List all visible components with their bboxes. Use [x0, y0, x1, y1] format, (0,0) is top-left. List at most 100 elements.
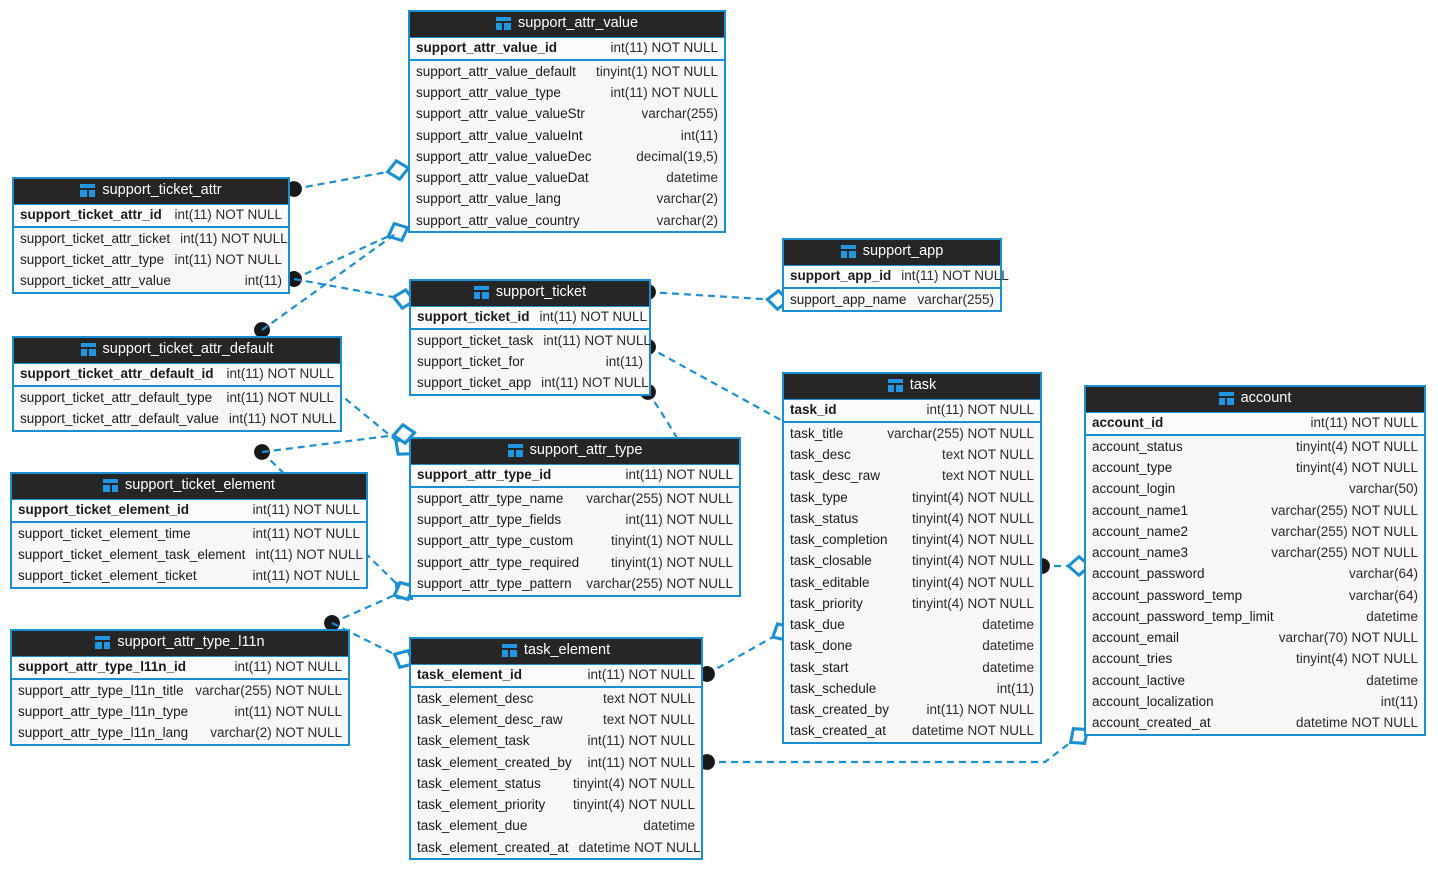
entity-header-support_app[interactable]: support_app — [784, 240, 1000, 265]
column-type: tinyint(4) NOT NULL — [911, 510, 1034, 526]
entity-header-support_ticket[interactable]: support_ticket — [411, 281, 649, 306]
entity-header-support_ticket_attr_default[interactable]: support_ticket_attr_default — [14, 338, 340, 363]
column-type: varchar(50) — [1348, 481, 1418, 497]
entity-header-task_element[interactable]: task_element — [411, 639, 701, 664]
entity-header-account[interactable]: account — [1086, 387, 1424, 412]
entity-header-task[interactable]: task — [784, 374, 1040, 399]
entity-header-support_attr_type[interactable]: support_attr_type — [411, 439, 739, 464]
entity-header-support_attr_value[interactable]: support_attr_value — [410, 12, 724, 37]
entity-header-support_attr_type_l11n[interactable]: support_attr_type_l11n — [12, 631, 348, 656]
entity-header-support_ticket_element[interactable]: support_ticket_element — [12, 474, 366, 499]
entity-header-support_ticket_attr[interactable]: support_ticket_attr — [14, 179, 288, 204]
